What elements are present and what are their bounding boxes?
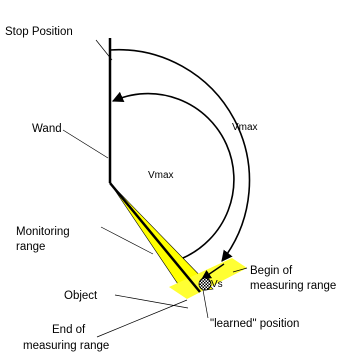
learned-position-label: "learned" position: [210, 318, 299, 330]
wand-label: Wand: [32, 123, 62, 135]
object-label: Object: [64, 290, 98, 302]
begin-measuring-leader: [232, 267, 248, 273]
end-measuring-label-line1: End of: [52, 324, 86, 336]
inner-vmax-arc: [111, 91, 235, 259]
monitoring-range-label-line2: range: [16, 241, 45, 253]
vs-label: Vs: [211, 279, 223, 290]
outer-vmax-label: Vmax: [232, 122, 258, 133]
begin-measuring-label-line1: Begin of: [250, 265, 293, 277]
object-leader: [114, 294, 189, 309]
wand-learned-line: [109, 182, 201, 293]
monitoring-range-leader: [100, 226, 154, 255]
begin-measuring-label-line2: measuring range: [250, 280, 336, 292]
outer-vmax-arc: [109, 48, 251, 262]
learned-position-leader: [202, 289, 209, 319]
wand-leader: [62, 129, 109, 159]
stop-position-label: Stop Position: [5, 26, 73, 38]
end-measuring-label-line2: measuring range: [23, 340, 109, 352]
stop-position-leader: [95, 39, 113, 61]
inner-vmax-label: Vmax: [148, 170, 174, 181]
monitoring-range-label-line1: Monitoring: [16, 226, 70, 238]
vs-arrow: [201, 263, 225, 280]
learned-position-marker: [198, 277, 212, 291]
end-measuring-leader: [96, 299, 188, 338]
